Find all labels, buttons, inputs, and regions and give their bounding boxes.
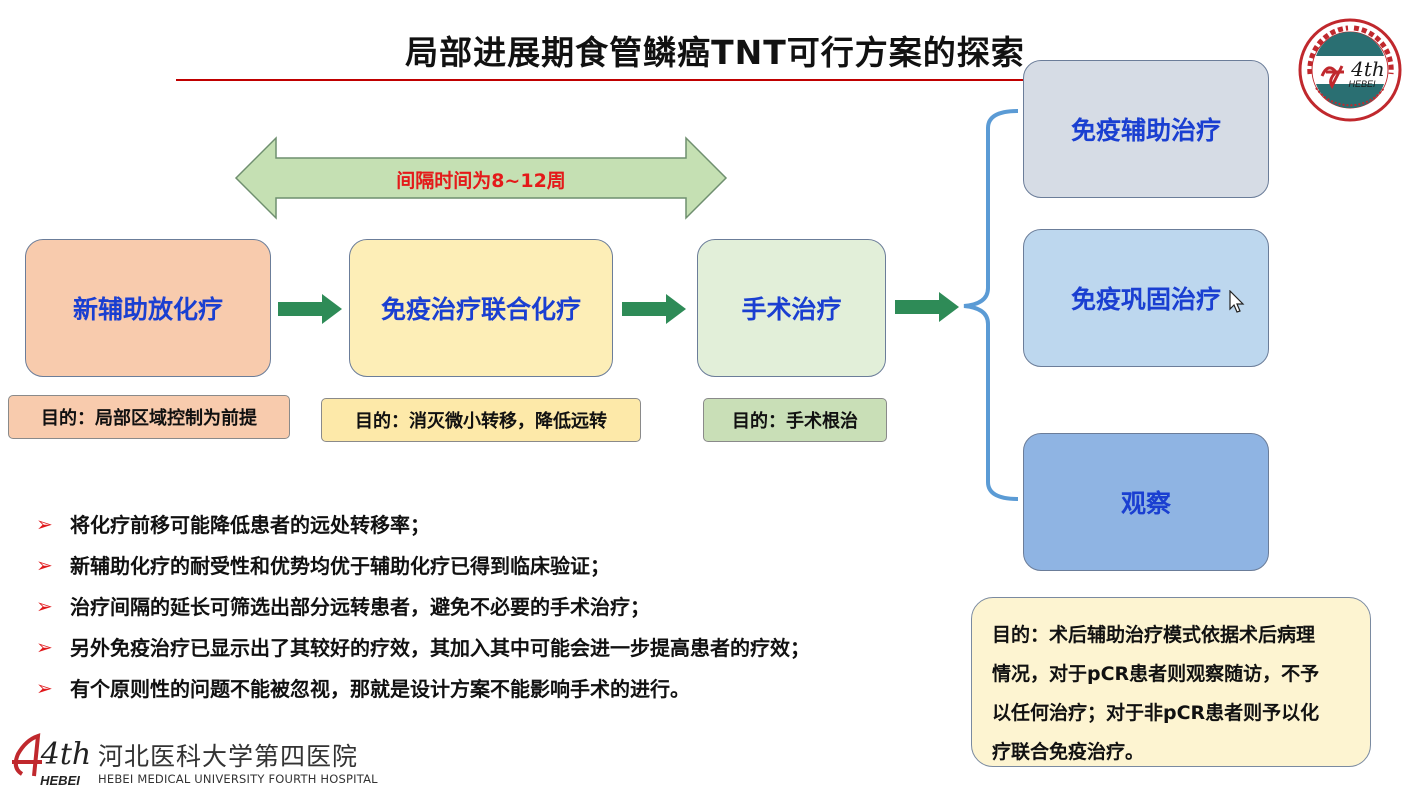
note-line: 以任何治疗；对于非pCR患者则予以化 xyxy=(992,702,1320,724)
stage-1-goal: 目的：局部区域控制为前提 xyxy=(8,395,290,439)
note-line: 目的：术后辅助治疗模式依据术后病理 xyxy=(992,624,1316,646)
stage-3-goal: 目的：手术根治 xyxy=(703,398,887,442)
note-line: 疗联合免疫治疗。 xyxy=(992,741,1145,763)
flow-arrow-icon xyxy=(622,294,686,324)
outcome-immune-consolidation: 免疫巩固治疗 xyxy=(1023,229,1269,367)
stage-neoadjuvant-chemoradiotherapy: 新辅助放化疗 xyxy=(25,239,271,377)
seal-icon: 4th HEBEI xyxy=(1298,18,1402,122)
slide-title: 局部进展期食管鳞癌TNT可行方案的探索 xyxy=(405,33,1025,72)
list-item-text: 新辅助化疗的耐受性和优势均优于辅助化疗已得到临床验证； xyxy=(70,554,610,578)
bullet-arrow-icon: ➢ xyxy=(36,593,53,618)
hospital-seal: 4th HEBEI xyxy=(1296,16,1404,124)
branch-bracket xyxy=(963,109,1019,501)
interval-arrow: 间隔时间为8~12周 xyxy=(234,136,728,220)
list-item-text: 另外免疫治疗已显示出了其较好的疗效，其加入其中可能会进一步提高患者的疗效； xyxy=(70,636,810,660)
svg-text:HEBEI: HEBEI xyxy=(40,773,80,788)
title-underline xyxy=(176,79,1256,81)
key-points-list: ➢ 将化疗前移可能降低患者的远处转移率； ➢ 新辅助化疗的耐受性和优势均优于辅助… xyxy=(36,503,976,708)
list-item: ➢ 新辅助化疗的耐受性和优势均优于辅助化疗已得到临床验证； xyxy=(36,544,976,585)
hospital-logo-icon: 4th HEBEI xyxy=(12,733,91,788)
outcome-immune-adjuvant: 免疫辅助治疗 xyxy=(1023,60,1269,198)
svg-text:4th: 4th xyxy=(1350,57,1385,81)
outcome-observation: 观察 xyxy=(1023,433,1269,571)
svg-text:4th: 4th xyxy=(40,737,91,772)
hospital-name: 河北医科大学第四医院 xyxy=(98,742,359,771)
list-item: ➢ 治疗间隔的延长可筛选出部分远转患者，避免不必要的手术治疗； xyxy=(36,585,976,626)
list-item-text: 有个原则性的问题不能被忽视，那就是设计方案不能影响手术的进行。 xyxy=(70,677,690,701)
stage-immunochemotherapy: 免疫治疗联合化疗 xyxy=(349,239,613,377)
list-item: ➢ 将化疗前移可能降低患者的远处转移率； xyxy=(36,503,976,544)
list-item: ➢ 另外免疫治疗已显示出了其较好的疗效，其加入其中可能会进一步提高患者的疗效； xyxy=(36,626,976,667)
flow-arrow-icon xyxy=(895,292,959,322)
flow-arrow-icon xyxy=(278,294,342,324)
bullet-arrow-icon: ➢ xyxy=(36,552,53,577)
hospital-name-en: HEBEI MEDICAL UNIVERSITY FOURTH HOSPITAL xyxy=(98,772,378,786)
postoperative-goal-note: 目的：术后辅助治疗模式依据术后病理 情况，对于pCR患者则观察随访，不予 以任何… xyxy=(971,597,1371,767)
stage-2-goal: 目的：消灭微小转移，降低远转 xyxy=(321,398,641,442)
list-item-text: 将化疗前移可能降低患者的远处转移率； xyxy=(70,513,430,537)
mouse-cursor-icon xyxy=(1229,290,1245,313)
bullet-arrow-icon: ➢ xyxy=(36,675,53,700)
note-line: 情况，对于pCR患者则观察随访，不予 xyxy=(992,663,1320,685)
bullet-arrow-icon: ➢ xyxy=(36,511,53,536)
list-item: ➢ 有个原则性的问题不能被忽视，那就是设计方案不能影响手术的进行。 xyxy=(36,667,976,708)
interval-label: 间隔时间为8~12周 xyxy=(396,170,566,192)
svg-text:HEBEI: HEBEI xyxy=(1348,79,1376,89)
stage-surgery: 手术治疗 xyxy=(697,239,886,377)
footer-logo: 4th HEBEI xyxy=(8,730,94,790)
bullet-arrow-icon: ➢ xyxy=(36,634,53,659)
list-item-text: 治疗间隔的延长可筛选出部分远转患者，避免不必要的手术治疗； xyxy=(70,595,650,619)
